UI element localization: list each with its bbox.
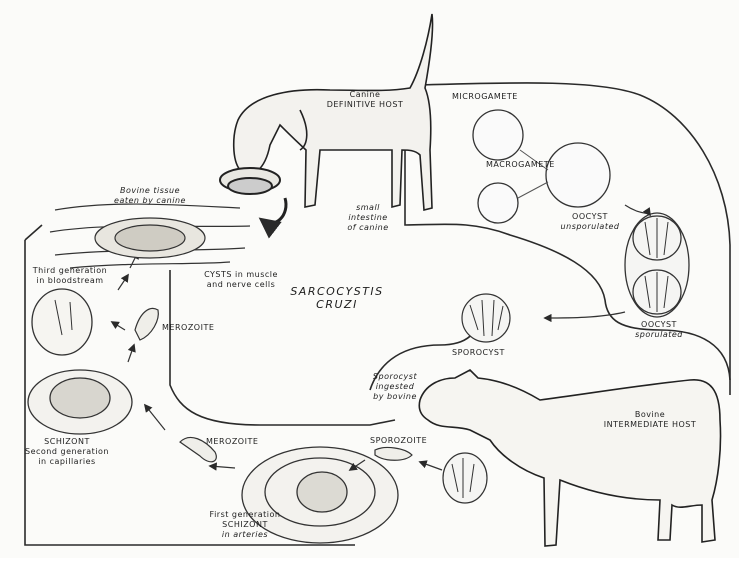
second-gen-schizont-label: SCHIZONT Second generation in capillarie… [22,437,112,467]
bovine-tissue-label: Bovine tissue eaten by canine [110,186,190,206]
sporocyst-ingested-line-1: Sporocyst [365,372,425,382]
first-gen-schizont-label: First generation SCHIZONT in arteries [200,510,290,540]
cysts-label: CYSTS in muscle and nerve cells [196,270,286,290]
diagram-title: SARCOCYSTIS CRUZI [282,285,392,311]
bovine-tissue-line-2: eaten by canine [110,196,190,206]
sporozoite-drawing [375,448,412,461]
oocyst-unsp-line-2: unsporulated [560,222,620,232]
oocyst-unsporulated-label: OOCYST unsporulated [560,212,620,232]
sporocyst-ingested-line-3: by bovine [365,392,425,402]
bovine-tissue-drawing [50,204,250,268]
oocyst-to-sporocyst-arrow [545,312,625,318]
third-gen-cell [32,289,92,355]
canine-host-line-2: DEFINITIVE HOST [320,100,410,110]
oocyst-sporulated-label: OOCYST sporulated [630,320,688,340]
third-gen-arrow-1 [118,275,128,290]
small-intestine-line-3: of canine [338,223,398,233]
sporozoite-label: SPOROZOITE [370,436,427,446]
oocyst-sp-line-1: OOCYST [630,320,688,330]
schizont-1-line-3: in arteries [200,530,290,540]
title-line-2: CRUZI [282,298,392,311]
oocyst-down-arrow [625,205,650,215]
sporocyst-to-sporozoite-arrow [420,462,442,470]
macrogamete-label: MACROGAMETE [486,160,555,170]
sporocyst-label: SPOROCYST [452,348,505,358]
bovine-host-label: Bovine INTERMEDIATE HOST [600,410,700,430]
sporocyst-ingested-line-2: ingested [365,382,425,392]
bowl-to-tissue-arrow [262,198,286,223]
food-bowl [220,168,280,194]
schizont-1-line-2: SCHIZONT [200,520,290,530]
third-gen-line-1: Third generation [30,266,110,276]
title-line-1: SARCOCYSTIS [282,285,392,298]
merozoite-lower-label: MEROZOITE [206,437,258,447]
third-gen-line-2: in bloodstream [30,276,110,286]
oocyst-sp-line-2: sporulated [630,330,688,340]
merozoite-to-schizont2-arrow [145,405,165,430]
sporulated-oocyst [625,213,689,317]
bovine-host-line-2: INTERMEDIATE HOST [600,420,700,430]
sporocyst-ingested-label: Sporocyst ingested by bovine [365,372,425,402]
cysts-line-2: and nerve cells [196,280,286,290]
sporocyst-drawing [462,294,510,342]
schizont-2-line-2: Second generation [22,447,112,457]
small-intestine-label: small intestine of canine [338,203,398,233]
third-generation-label: Third generation in bloodstream [30,266,110,286]
schizont-2-line-3: in capillaries [22,457,112,467]
second-gen-schizont [28,370,132,434]
bovine-tissue-line-1: Bovine tissue [110,186,190,196]
bovine-host-line-1: Bovine [600,410,700,420]
sporocyst-in-cow [443,453,487,503]
canine-host-label: Canine DEFINITIVE HOST [320,90,410,110]
microgamete-label: MICROGAMETE [452,92,518,102]
merozoite-upper-drawing [135,308,158,340]
merozoite-upper-arrow [112,322,125,330]
gamete-link [518,150,548,198]
outer-left-upper [25,225,42,240]
schizont2-up-arrow [128,345,134,362]
small-intestine-line-2: intestine [338,213,398,223]
merozoite-lower-arrow [210,466,235,468]
cysts-line-1: CYSTS in muscle [196,270,286,280]
schizont-2-line-1: SCHIZONT [22,437,112,447]
canine-host-line-1: Canine [320,90,410,100]
small-intestine-line-1: small [338,203,398,213]
oocyst-unsp-line-1: OOCYST [560,212,620,222]
merozoite-upper-label: MEROZOITE [162,323,214,333]
schizont-1-line-1: First generation [200,510,290,520]
